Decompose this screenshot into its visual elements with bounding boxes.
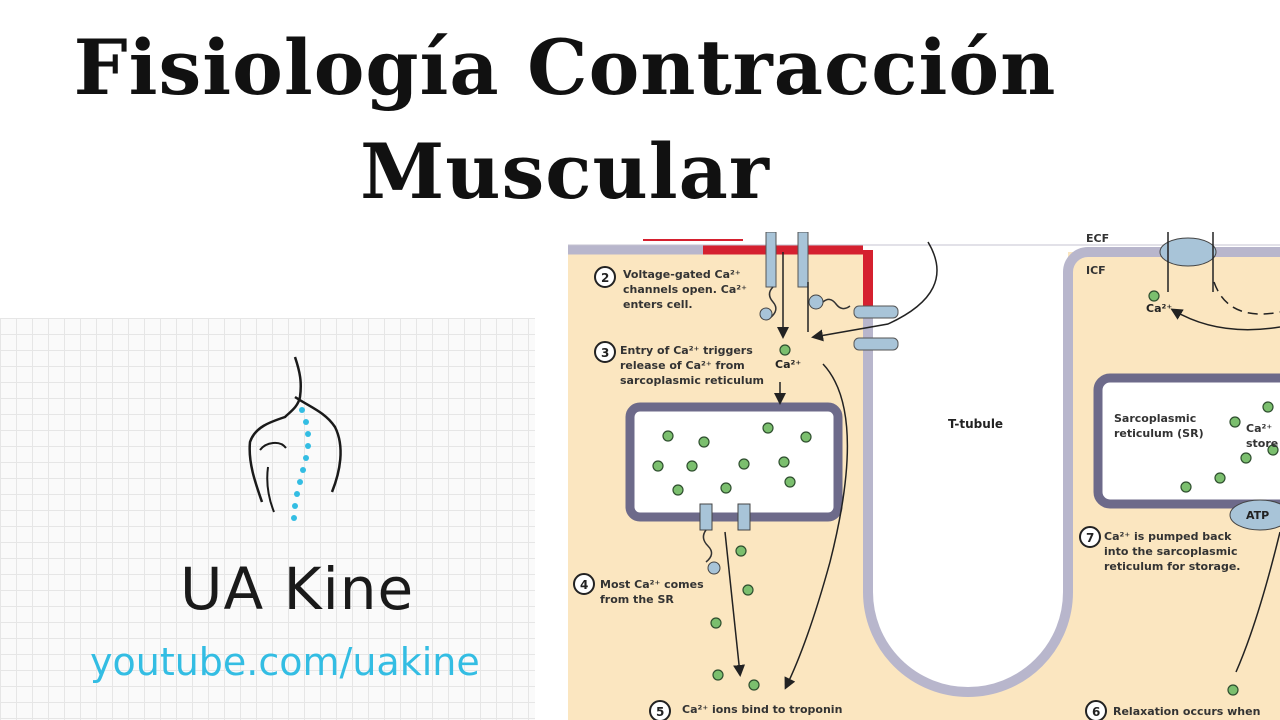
step-5: 5 Ca²⁺ ions bind to troponin xyxy=(649,700,842,720)
t-tubule-lumen xyxy=(868,250,1068,692)
svg-text:channels open. Ca²⁺: channels open. Ca²⁺ xyxy=(623,283,747,296)
svg-text:Entry of Ca²⁺ triggers: Entry of Ca²⁺ triggers xyxy=(620,344,753,357)
svg-text:release of Ca²⁺ from: release of Ca²⁺ from xyxy=(620,359,745,372)
svg-text:Most Ca²⁺ comes: Most Ca²⁺ comes xyxy=(600,578,704,591)
page-title-line-2: Muscular xyxy=(360,127,770,216)
svg-text:Relaxation occurs when: Relaxation occurs when xyxy=(1113,705,1260,718)
svg-text:sarcoplasmic reticulum: sarcoplasmic reticulum xyxy=(620,374,764,387)
t-tubule-label: T-tubule xyxy=(948,417,1003,431)
sr-right-label-2: reticulum (SR) xyxy=(1114,427,1204,440)
sarcoplasmic-reticulum-right xyxy=(1093,373,1280,509)
page-title-line-1: Fisiología Contracción xyxy=(73,23,1057,112)
step-6: 6 Relaxation occurs when xyxy=(1085,700,1260,720)
svg-text:Voltage-gated Ca²⁺: Voltage-gated Ca²⁺ xyxy=(623,268,741,281)
brand-url-link[interactable]: youtube.com/uakine xyxy=(90,640,480,684)
svg-text:Ca²⁺ is pumped back: Ca²⁺ is pumped back xyxy=(1104,530,1232,543)
svg-text:reticulum for storage.: reticulum for storage. xyxy=(1104,560,1240,573)
atp-label: ATP xyxy=(1246,509,1269,522)
svg-text:enters cell.: enters cell. xyxy=(623,298,693,311)
sr-right-label-1: Sarcoplasmic xyxy=(1114,412,1196,425)
sarcolemma xyxy=(863,247,1280,697)
svg-text:5: 5 xyxy=(656,705,664,719)
step-7: 7 Ca²⁺ is pumped back into the sarcoplas… xyxy=(1079,526,1240,573)
svg-text:4: 4 xyxy=(580,578,588,592)
spine-figure-icon xyxy=(248,356,342,521)
calcium-label-right: Ca²⁺ xyxy=(1146,302,1172,315)
svg-text:into the sarcoplasmic: into the sarcoplasmic xyxy=(1104,545,1237,558)
calcium-label-left: Ca²⁺ xyxy=(775,358,801,371)
ecf-label: ECF xyxy=(1086,232,1109,245)
ca-store-label-2: store xyxy=(1246,437,1278,450)
step-3: 3 Entry of Ca²⁺ triggers release of Ca²⁺… xyxy=(594,341,764,387)
step-4: 4 Most Ca²⁺ comes from the SR xyxy=(573,573,704,606)
step-2: 2 Voltage-gated Ca²⁺ channels open. Ca²⁺… xyxy=(594,266,747,311)
svg-text:2: 2 xyxy=(601,271,609,285)
ca-store-label-1: Ca²⁺ xyxy=(1246,422,1272,435)
svg-text:7: 7 xyxy=(1086,531,1094,545)
brand-name: UA Kine xyxy=(180,555,415,623)
muscle-contraction-diagram: ECF ICF T-tubule Ca²⁺ Ca²⁺ Sarcoplasmic … xyxy=(568,232,1280,720)
svg-text:6: 6 xyxy=(1092,705,1100,719)
brand-grid-panel xyxy=(0,318,535,720)
icf-label: ICF xyxy=(1086,264,1106,277)
svg-text:from the SR: from the SR xyxy=(600,593,674,606)
svg-text:Ca²⁺ ions bind to troponin: Ca²⁺ ions bind to troponin xyxy=(682,703,842,716)
svg-text:3: 3 xyxy=(601,346,609,360)
